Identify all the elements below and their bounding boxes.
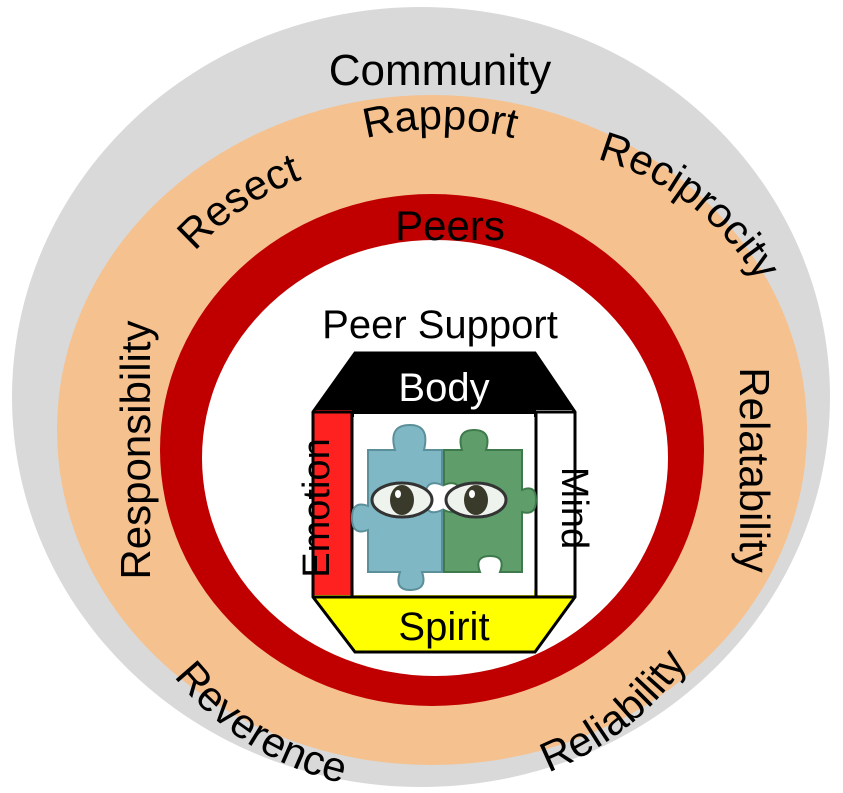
body-segment [313,353,575,417]
mind-label: Mind [553,467,595,549]
spirit-segment [313,590,575,652]
rapport-label: Rapport [358,91,523,147]
emotion-label: Emotion [296,438,338,577]
peers-label: Peers [395,202,505,249]
peer-support-label: Peer Support [322,303,558,347]
spirit-label: Spirit [398,605,489,649]
body-label: Body [398,366,489,410]
relatability-label: Relatability [731,367,778,572]
right-eye-icon [444,481,508,519]
puzzle-eyes-image [350,414,538,595]
mind-segment [536,410,575,595]
emotion-segment [313,410,352,595]
responsibility-label: Responsibility [112,320,159,579]
core-octagon [313,353,575,652]
community-label: Community [329,46,552,95]
left-eye-icon [370,481,434,519]
